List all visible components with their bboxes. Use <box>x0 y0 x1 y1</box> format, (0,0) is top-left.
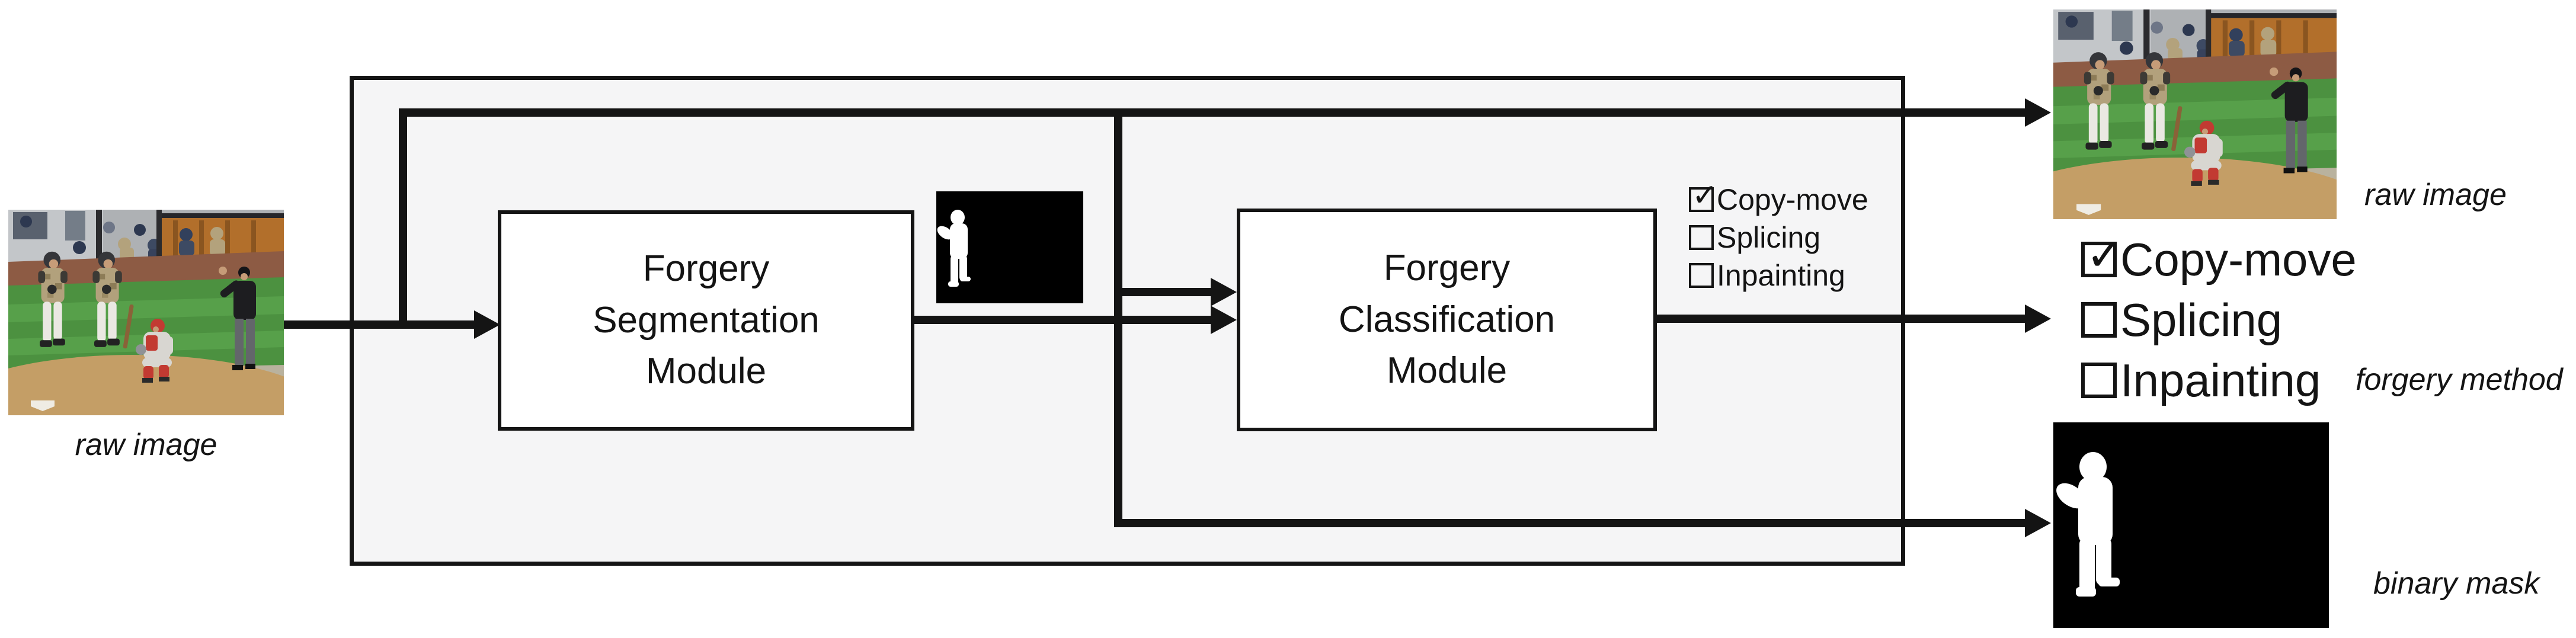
output-forgery-method-checklist: ✓ Copy-move Splicing Inpainting <box>2081 232 2357 422</box>
person-silhouette <box>937 210 971 287</box>
forgery-classification-module: Forgery Classification Module <box>1237 209 1657 431</box>
input-arrow-shaft <box>284 320 478 329</box>
binary-mask-caption: binary mask <box>2373 566 2540 601</box>
checklist-row-inpainting: Inpainting <box>2081 354 2357 406</box>
forgery-method-caption: forgery method <box>2356 363 2563 397</box>
segmentation-output-arrow-head <box>1211 306 1237 334</box>
checklist-label: Inpainting <box>1717 259 1845 292</box>
checkbox-unchecked-icon <box>1689 263 1714 288</box>
classification-module-title-line: Forgery <box>1383 247 1511 288</box>
checkbox-checked-icon: ✓ <box>2081 232 2124 277</box>
output-image-caption: raw image <box>2364 178 2507 212</box>
checkbox-unchecked-icon <box>1689 225 1714 250</box>
checklist-row-copy-move: ✓ Copy-move <box>2081 232 2357 286</box>
binary-mask-image <box>2053 422 2329 628</box>
output-binary-mask <box>2053 422 2329 628</box>
baseball-scene-image <box>2053 9 2337 219</box>
checklist-row-splicing: Splicing <box>2081 294 2357 346</box>
checklist-label: Copy-move <box>1717 183 1868 216</box>
classification-input-arrow-shaft <box>1118 288 1212 296</box>
classification-output-arrow-shaft <box>1655 315 2026 323</box>
input-raw-image <box>8 210 284 415</box>
mask-output-arrow-shaft <box>1114 519 2026 527</box>
binary-mask-image <box>936 191 1083 303</box>
checklist-row-splicing: Splicing <box>1689 221 1868 254</box>
segmentation-output-arrow-shaft <box>914 316 1212 324</box>
baseball-scene-image <box>8 210 284 415</box>
mask-output-arrow-head <box>2025 509 2051 537</box>
classification-output-arrow-head <box>2025 304 2051 333</box>
classification-module-title-line: Module <box>1386 350 1508 392</box>
segmentation-module-title-line: Module <box>645 351 767 392</box>
classification-input-arrow-head <box>1211 278 1237 306</box>
input-arrow-head <box>474 310 500 339</box>
input-image-caption: raw image <box>75 428 217 462</box>
checklist-label: Splicing <box>2120 293 2283 346</box>
segmentation-module-title-line: Segmentation <box>593 299 820 341</box>
segmentation-module-title-line: Forgery <box>642 248 770 289</box>
check-mark-icon: ✓ <box>1692 178 1718 213</box>
checkbox-unchecked-icon <box>2081 363 2117 398</box>
raw-image-arrow-head <box>2025 98 2051 127</box>
inner-forgery-method-checklist: ✓ Copy-move Splicing Inpainting <box>1689 180 1868 299</box>
raw-branch-vertical-line <box>399 108 407 329</box>
checklist-label: Splicing <box>1717 221 1821 254</box>
check-mark-icon: ✓ <box>2086 228 2124 281</box>
raw-branch-horizontal-line <box>399 108 2026 117</box>
forgery-segmentation-module: Forgery Segmentation Module <box>498 210 914 431</box>
checkbox-checked-icon: ✓ <box>1689 180 1718 212</box>
person-silhouette <box>2056 452 2120 597</box>
checklist-row-copy-move: ✓ Copy-move <box>1689 180 1868 216</box>
classification-module-title-line: Classification <box>1338 299 1556 340</box>
checklist-label: Copy-move <box>2120 233 2357 286</box>
predicted-mask-thumbnail <box>936 191 1083 303</box>
checklist-label: Inpainting <box>2120 354 2321 406</box>
checkbox-unchecked-icon <box>2081 302 2117 338</box>
checklist-row-inpainting: Inpainting <box>1689 259 1868 292</box>
output-raw-image <box>2053 9 2337 219</box>
